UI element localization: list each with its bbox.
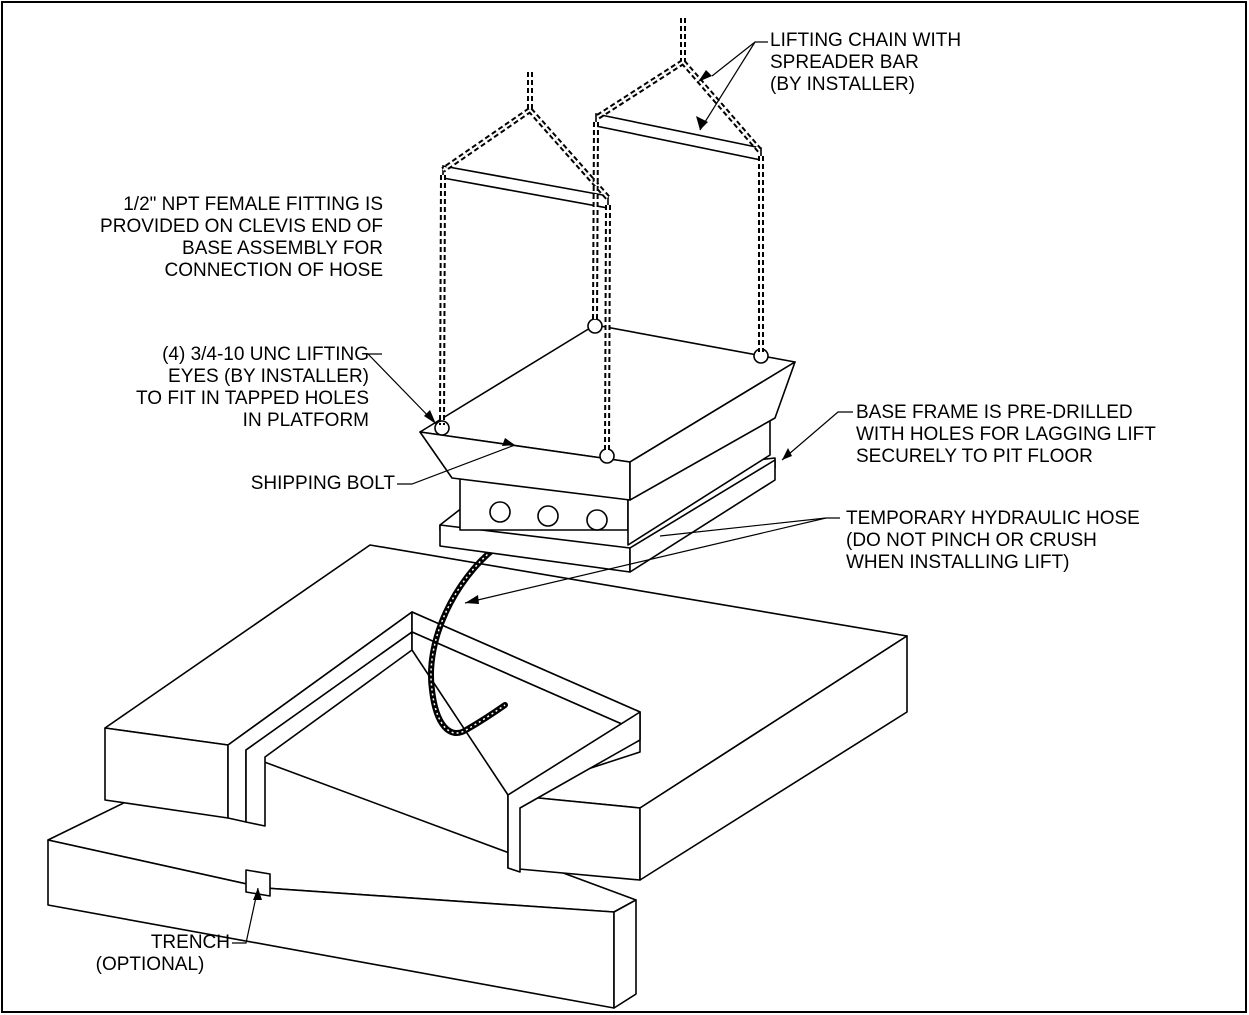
- slab-right-face: [613, 899, 637, 1009]
- platform-side: [629, 361, 796, 501]
- lifting-chain-callout: LIFTING CHAIN WITH SPREADER BAR (BY INST…: [770, 30, 961, 96]
- lifting-eye-2: [587, 318, 603, 334]
- lifting-eyes-line-3: TO FIT IN TAPPED HOLES: [136, 388, 369, 409]
- trench-line-1: TRENCH: [150, 932, 230, 953]
- trench-notch: [245, 869, 271, 897]
- npt-fitting-line-3: BASE ASSEMBLY FOR: [182, 238, 383, 259]
- lifting-eye-4: [599, 448, 615, 464]
- shipping-bolt-label: SHIPPING BOLT: [250, 473, 395, 494]
- right-arm-front-face: [507, 794, 641, 881]
- lifting-chain-line-3: (BY INSTALLER): [770, 74, 916, 95]
- hydraulic-hose-line-3: WHEN INSTALLING LIFT): [846, 552, 1070, 573]
- trench-line-2: (OPTIONAL): [95, 954, 205, 975]
- right-arm-side-face: [639, 635, 908, 881]
- npt-fitting-callout: 1/2" NPT FEMALE FITTING IS PROVIDED ON C…: [100, 194, 383, 282]
- lifting-chain-line-1: LIFTING CHAIN WITH: [770, 30, 962, 51]
- trench-callout: TRENCH (OPTIONAL): [60, 932, 240, 976]
- lifting-eyes-line-2: EYES (BY INSTALLER): [168, 366, 369, 387]
- hydraulic-hose-callout: TEMPORARY HYDRAULIC HOSE (DO NOT PINCH O…: [846, 508, 1140, 574]
- npt-fitting-line-1: 1/2" NPT FEMALE FITTING IS: [123, 194, 383, 215]
- lifting-eyes-line-4: IN PLATFORM: [242, 410, 369, 431]
- base-frame-line-2: WITH HOLES FOR LAGGING LIFT: [856, 424, 1156, 445]
- base-frame-line-1: BASE FRAME IS PRE-DRILLED: [856, 402, 1133, 423]
- hydraulic-hose-line-2: (DO NOT PINCH OR CRUSH: [846, 530, 1097, 551]
- lifting-rigging: [439, 18, 764, 453]
- hydraulic-hose: [428, 545, 508, 736]
- lift-unit: [419, 318, 796, 573]
- lifting-eyes-line-1: (4) 3/4-10 UNC LIFTING: [162, 344, 369, 365]
- base-frame-line-3: SECURELY TO PIT FLOOR: [856, 446, 1093, 467]
- npt-fitting-line-4: CONNECTION OF HOSE: [164, 260, 383, 281]
- spreader-bar-right: [595, 113, 762, 161]
- right-arm-inner-face: [507, 711, 641, 873]
- leader-arrowheads: [253, 70, 792, 900]
- hydraulic-hose-line-1: TEMPORARY HYDRAULIC HOSE: [846, 508, 1140, 529]
- lifting-chain-line-2: SPREADER BAR: [770, 52, 919, 73]
- lifting-eyes-callout: (4) 3/4-10 UNC LIFTING EYES (BY INSTALLE…: [136, 344, 369, 432]
- npt-fitting-line-2: PROVIDED ON CLEVIS END OF: [100, 216, 383, 237]
- pit-foundation: [47, 544, 908, 1009]
- lifting-eye-1: [434, 420, 450, 436]
- leader-lines: [232, 41, 853, 944]
- base-frame-callout: BASE FRAME IS PRE-DRILLED WITH HOLES FOR…: [856, 402, 1156, 468]
